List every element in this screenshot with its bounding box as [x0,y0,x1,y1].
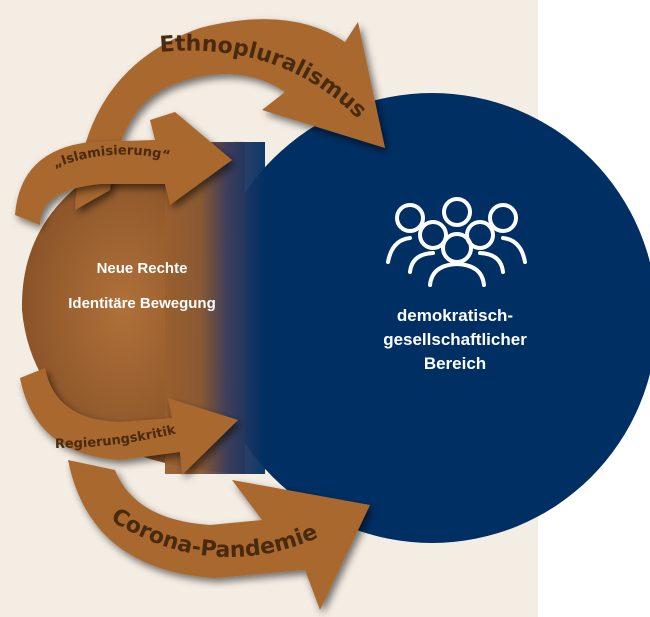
corona-pandemie-arrow [68,460,370,610]
bereich-label: Bereich [424,354,486,373]
islamisierung-arrow [15,112,232,225]
regierungskritik-arrow [20,368,238,475]
ethnopluralismus-arrow [75,19,385,210]
people-group-icon [386,197,527,287]
democratic-sphere-circle [207,93,650,543]
identitaere-bewegung-label: Identitäre Bewegung [68,295,216,312]
gesellschaftlicher-label: gesellschaftlicher [383,330,527,349]
neue-rechte-label: Neue Rechte [97,260,188,277]
new-right-sphere [21,141,265,474]
demokratisch-label: demokratisch- [397,306,513,325]
